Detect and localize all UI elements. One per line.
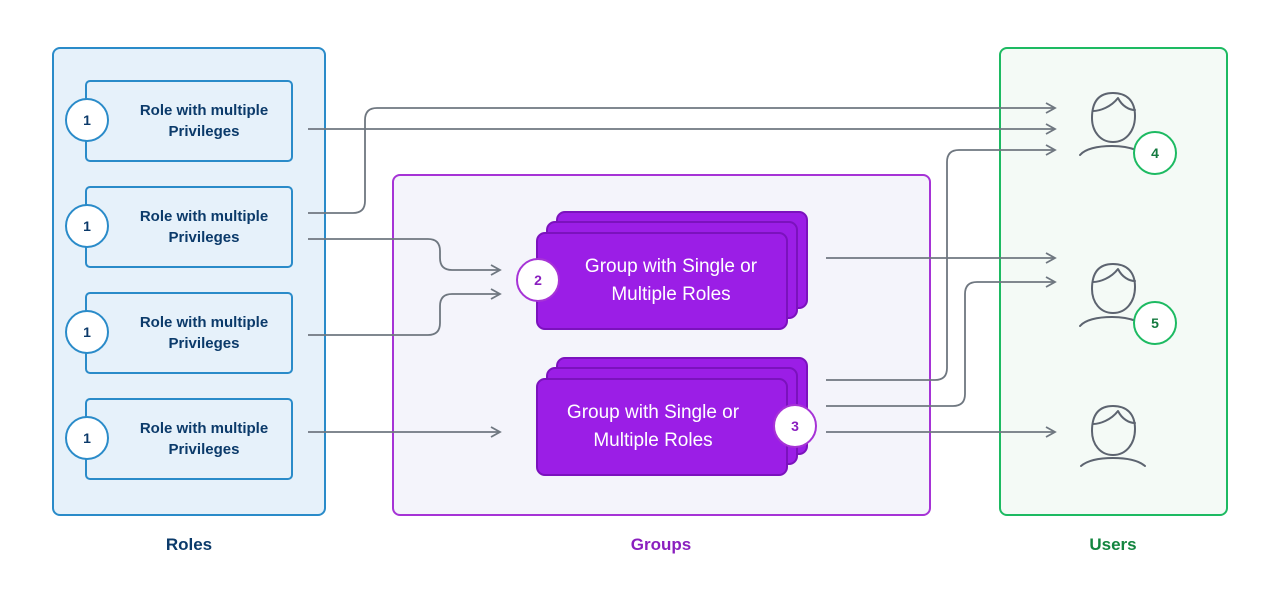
connector-group3-to-user1 [826,144,1057,381]
role-card-label: Role with multiple Privileges [139,420,269,458]
connector-role3-to-group2 [308,288,502,336]
user-badge: 4 [1133,131,1177,175]
connector-role2-to-group2 [308,238,502,276]
role-card-label: Role with multiple Privileges [139,314,269,352]
group-card-label: Group with Single or Multiple Roles [584,256,758,305]
role-card-label: Role with multiple Privileges [139,102,269,140]
user-icon [1079,92,1137,156]
users-label: Users [1089,535,1137,554]
role-card[interactable]: Role with multiple Privileges [85,186,293,268]
group-card-label: Group with Single or Multiple Roles [566,402,740,451]
group-card[interactable]: Group with Single or Multiple Roles [536,378,788,476]
role-badge: 1 [65,204,109,248]
user-icon [1080,405,1146,467]
user-icon [1079,263,1137,327]
role-card[interactable]: Role with multiple Privileges [85,292,293,374]
role-badge: 1 [65,310,109,354]
roles-label: Roles [165,535,213,554]
role-badge: 1 [65,98,109,142]
groups-label: Groups [630,535,692,554]
role-card[interactable]: Role with multiple Privileges [85,398,293,480]
group-badge: 3 [773,404,817,448]
connector-role2-to-user1 [308,102,1057,214]
role-card-label: Role with multiple Privileges [139,208,269,246]
role-badge: 1 [65,416,109,460]
group-badge: 2 [516,258,560,302]
user-badge: 5 [1133,301,1177,345]
connector-group3-to-user2 [826,276,1057,407]
